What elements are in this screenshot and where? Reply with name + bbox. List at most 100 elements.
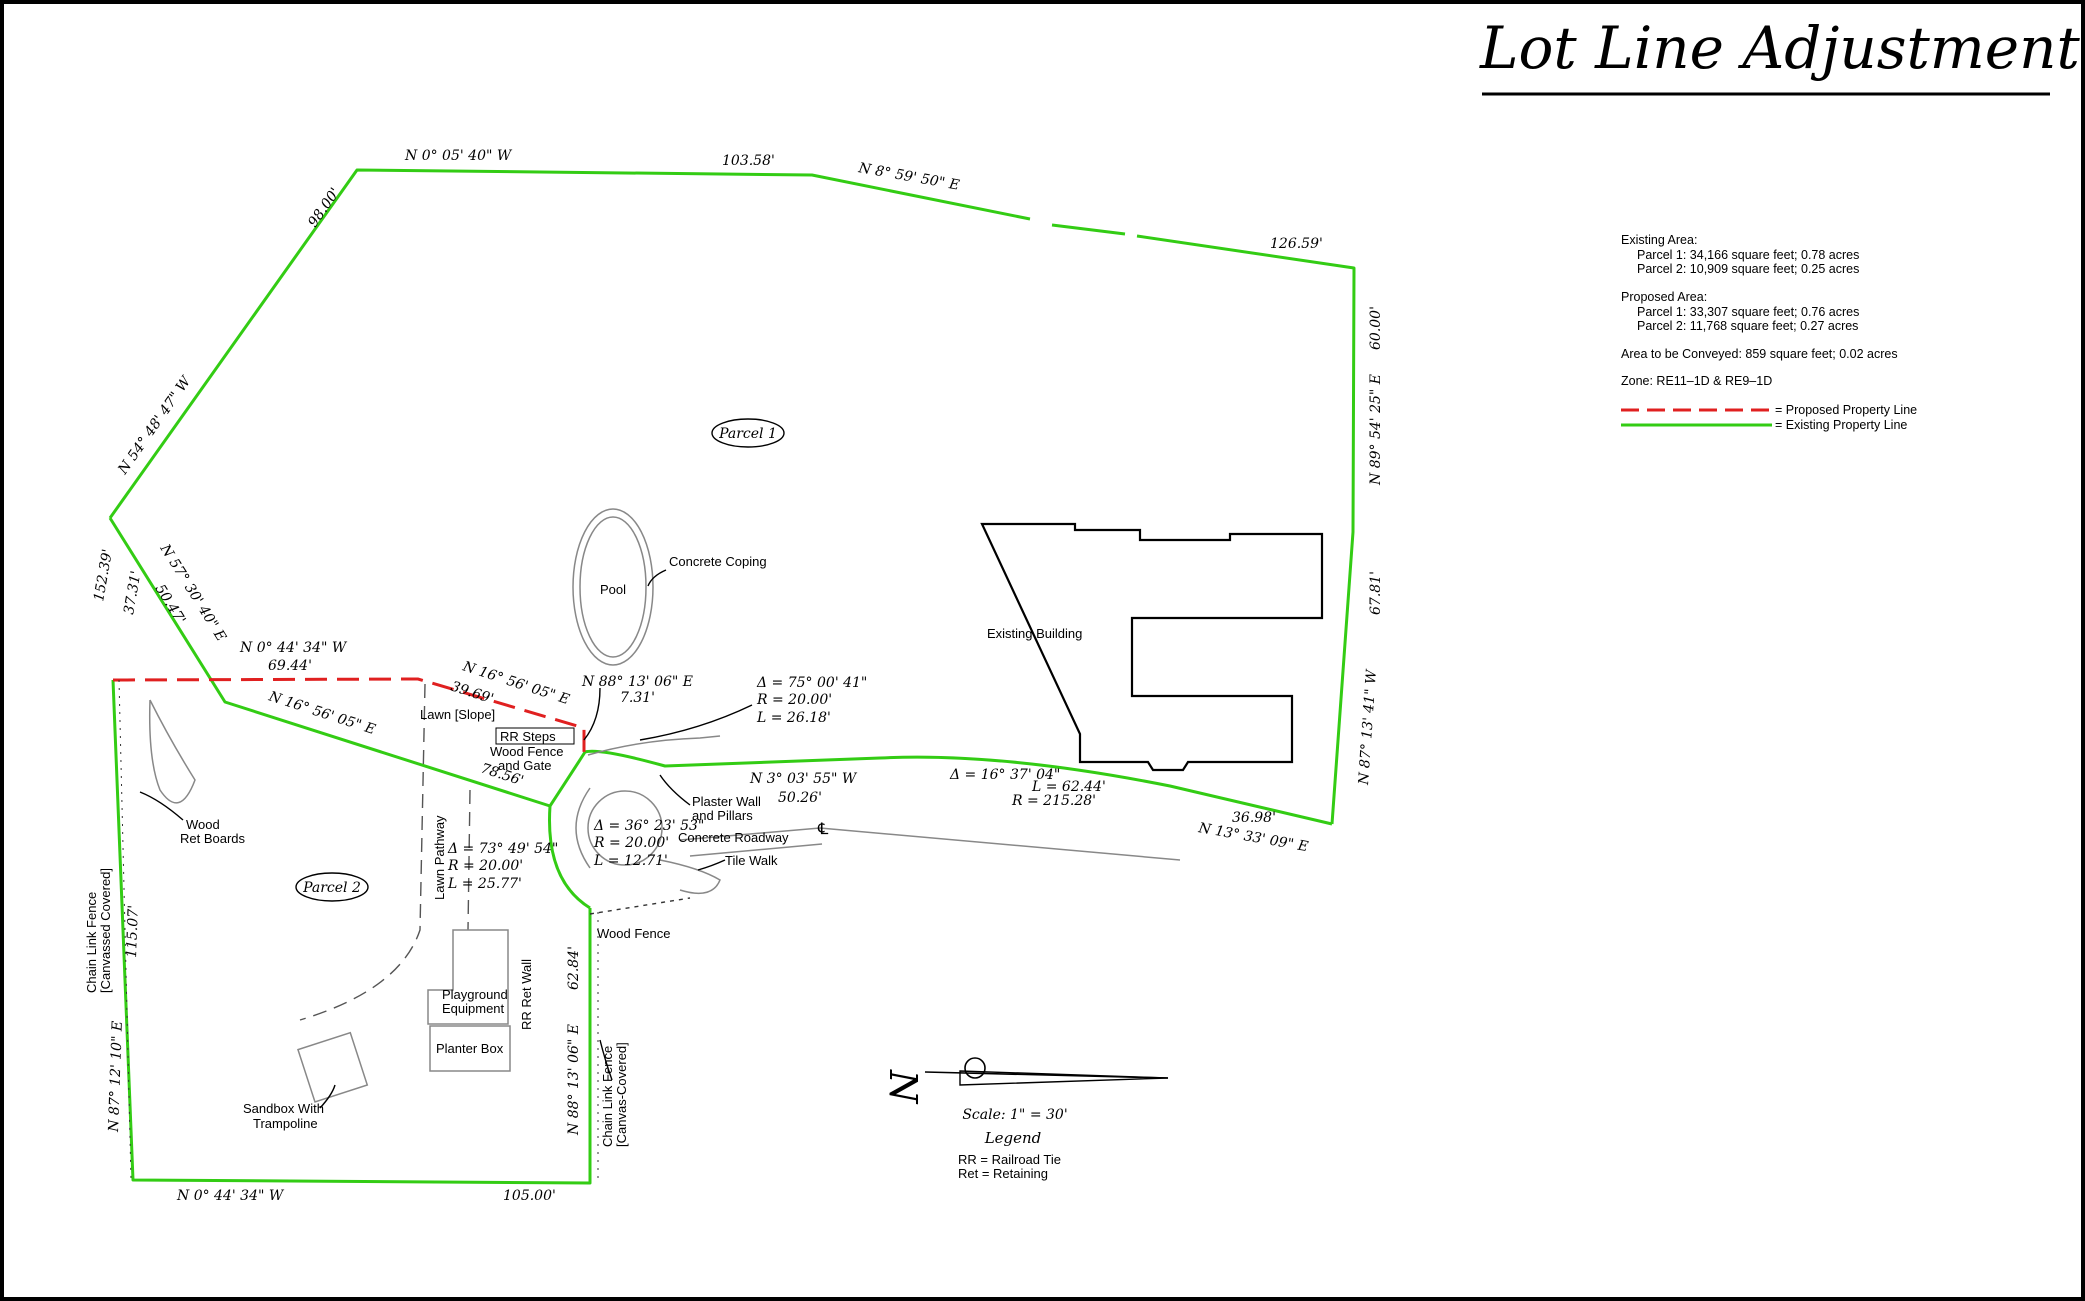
dim-p2-east-length: 62.84' bbox=[566, 946, 582, 990]
chain-east-leader bbox=[599, 1039, 613, 1081]
parcel2-boundary bbox=[111, 679, 592, 1185]
wood-fence-gate-label-1: Wood Fence bbox=[490, 744, 563, 759]
north-boundary-2 bbox=[1051, 223, 1126, 236]
roadway-edge-lower bbox=[689, 843, 823, 857]
playground-label-1: Playground bbox=[442, 987, 508, 1002]
west-fence bbox=[118, 679, 132, 1181]
north-arrow-circle bbox=[964, 1057, 986, 1079]
dim-bottom-length: 105.00' bbox=[503, 1188, 556, 1204]
north-east-boundary bbox=[1136, 234, 1356, 825]
centerline-symbol: ℄ bbox=[817, 821, 829, 838]
legend-heading: Legend bbox=[984, 1129, 1042, 1147]
conveyed-area: Area to be Conveyed: 859 square feet; 0.… bbox=[1621, 347, 1898, 361]
wood-ret-label-1: Wood bbox=[186, 817, 220, 832]
existing-line-label: = Existing Property Line bbox=[1775, 418, 1907, 432]
proposed-line-label: = Proposed Property Line bbox=[1775, 403, 1917, 417]
playground-outline bbox=[427, 929, 509, 1025]
dim-east-top-length: 60.00' bbox=[1368, 306, 1384, 350]
dim-east-mid-bearing: N 89° 54' 25" E bbox=[1368, 374, 1384, 486]
dim-top-left-length: 103.58' bbox=[722, 153, 775, 169]
curve4-delta: Δ = 73° 49' 54" bbox=[447, 841, 558, 857]
plaster-wall-label-1: Plaster Wall bbox=[692, 794, 761, 809]
dim-top-left-bearing: N 0° 05' 40" W bbox=[404, 148, 513, 164]
legend-ret: Ret = Retaining bbox=[958, 1166, 1048, 1181]
area-summary: Existing Area: Parcel 1: 34,166 square f… bbox=[1621, 233, 1898, 388]
curve1-delta: Δ = 75° 00' 41" bbox=[756, 675, 867, 691]
dim-prop2-length: 39.69' bbox=[449, 679, 496, 708]
planter-box-outline bbox=[429, 1025, 511, 1072]
page-title: Lot Line Adjustment bbox=[1479, 14, 2080, 82]
tile-walk-leader bbox=[697, 859, 726, 871]
plaster-wall-label-2: and Pillars bbox=[692, 808, 753, 823]
sandbox-label-2: Trampoline bbox=[253, 1116, 318, 1131]
existing-area-heading: Existing Area: bbox=[1621, 233, 1697, 247]
curve-arc-upper bbox=[548, 751, 587, 807]
north-arrow-head bbox=[959, 1070, 1169, 1086]
curve3-length: L = 12.71' bbox=[593, 853, 668, 869]
proposed-property-line bbox=[112, 677, 586, 758]
roadway bbox=[575, 735, 1181, 895]
pool-inner bbox=[579, 516, 647, 658]
north-boundary-1 bbox=[108, 168, 1031, 519]
short-dim-leader bbox=[583, 687, 601, 741]
drive-circle-inner bbox=[587, 790, 663, 866]
rr-steps-label: RR Steps bbox=[500, 729, 556, 744]
dim-prop-bearing: N 0° 44' 34" W bbox=[239, 640, 348, 656]
wood-fence-gate-label-2: and Gate bbox=[498, 758, 552, 773]
pool-label: Pool bbox=[600, 582, 626, 597]
dim-bottom-bearing: N 0° 44' 34" W bbox=[176, 1188, 285, 1204]
wood-ret-boards bbox=[148, 699, 196, 804]
lawn-pathway-right bbox=[467, 789, 471, 931]
feature-labels: Lawn [Slope] RR Steps Wood Fence and Gat… bbox=[84, 707, 829, 1147]
fence-lines bbox=[118, 679, 691, 1181]
wood-ret-leader bbox=[139, 791, 184, 821]
line-legend: = Proposed Property Line = Existing Prop… bbox=[1621, 403, 1917, 432]
tile-walk-outline bbox=[659, 859, 721, 895]
curve2-radius: R = 215.28' bbox=[1011, 793, 1096, 809]
curve4-length: L = 25.77' bbox=[447, 876, 522, 892]
sandbox-outline bbox=[297, 1031, 369, 1103]
coping-label: Concrete Coping bbox=[669, 554, 767, 569]
dimension-labels: N 0° 05' 40" W 103.58' N 8° 59' 50" E 12… bbox=[91, 148, 1384, 1204]
proposed-area-heading: Proposed Area: bbox=[1621, 290, 1707, 304]
roadway-edge-upper bbox=[679, 827, 1181, 861]
curve-arc-lower bbox=[548, 805, 591, 910]
lawn-pathway-label: Lawn Pathway bbox=[432, 815, 447, 900]
dim-lower-bearing: N 16° 56' 05" E bbox=[266, 688, 377, 738]
proposed-parcel2-area: Parcel 2: 11,768 square feet; 0.27 acres bbox=[1637, 319, 1858, 333]
dim-short-length: 7.31' bbox=[620, 690, 655, 706]
curve1-radius: R = 20.00' bbox=[756, 692, 832, 708]
playground-label-2: Equipment bbox=[442, 1001, 505, 1016]
curve2-delta: Δ = 16° 37' 04" bbox=[949, 767, 1060, 783]
wood-fence-line bbox=[589, 897, 691, 915]
proposed-parcel1-area: Parcel 1: 33,307 square feet; 0.76 acres bbox=[1637, 305, 1859, 319]
dim-nw-length: 98.00' bbox=[305, 185, 343, 230]
dim-nw-bearing: N 54° 48' 47" W bbox=[115, 372, 196, 478]
curve3-radius: R = 20.00' bbox=[593, 835, 669, 851]
scale-label: Scale: 1" = 30' bbox=[962, 1107, 1067, 1123]
leader-lines bbox=[139, 687, 753, 1109]
parcel1-bubble bbox=[711, 418, 785, 448]
wood-fence-label: Wood Fence bbox=[597, 926, 670, 941]
dim-road-bearing: N 3° 03' 55" W bbox=[749, 771, 858, 787]
curve2-length: L = 62.44' bbox=[1031, 779, 1106, 795]
curve3-delta: Δ = 36° 23' 53" bbox=[593, 818, 704, 834]
dim-top-right-length: 126.59' bbox=[1270, 236, 1323, 252]
existing-parcel1-area: Parcel 1: 34,166 square feet; 0.78 acres bbox=[1637, 248, 1859, 262]
plaster-wall-outline bbox=[587, 735, 721, 756]
coping-leader bbox=[647, 569, 667, 587]
south-curve-boundary bbox=[584, 749, 1333, 826]
lawn-pathway-left bbox=[299, 683, 426, 1021]
north-label: N bbox=[881, 1069, 925, 1105]
diagonal-boundary bbox=[108, 517, 551, 808]
curve4-radius: R = 20.00' bbox=[447, 858, 523, 874]
existing-building-outline bbox=[980, 522, 1324, 772]
dim-short-bearing: N 88° 13' 06" E bbox=[581, 674, 693, 690]
dim-west-length: 115.07' bbox=[124, 905, 142, 958]
chain-fence-east-label-2: [Canvas-Covered] bbox=[614, 1042, 629, 1147]
pool-outer bbox=[572, 508, 654, 666]
dim-west-bearing: N 87° 12' 10" E bbox=[106, 1021, 126, 1134]
wood-ret-label-2: Ret Boards bbox=[180, 831, 246, 846]
